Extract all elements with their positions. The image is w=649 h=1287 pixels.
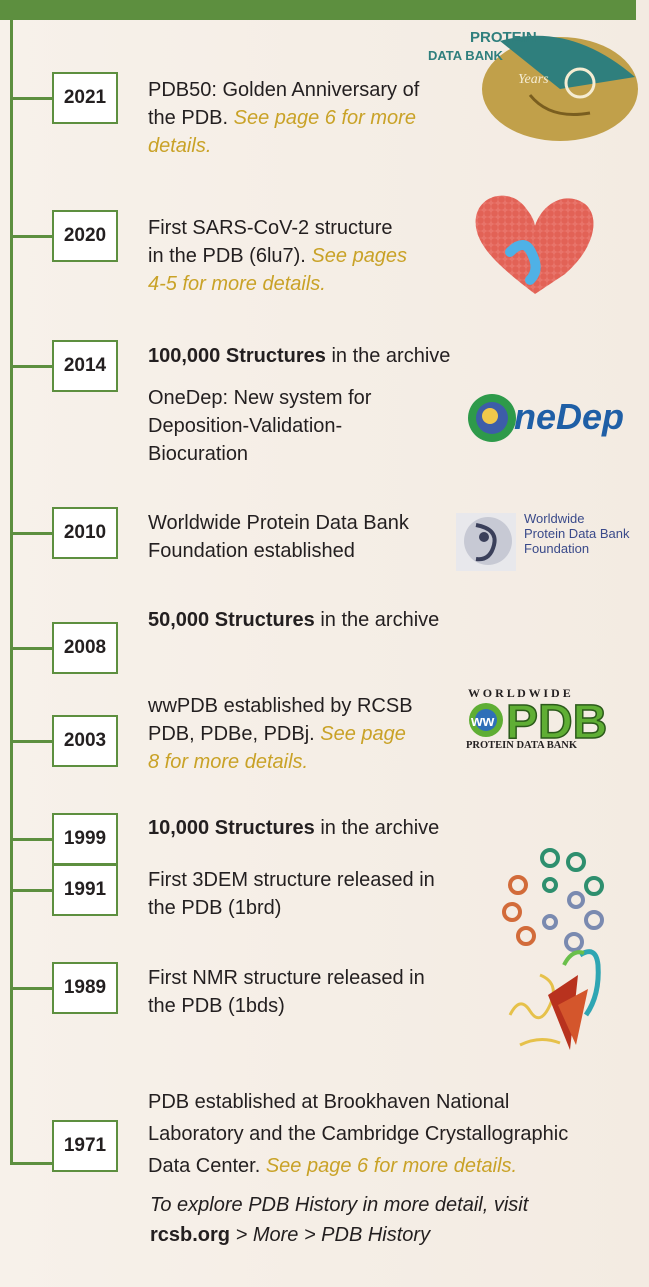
page-reference: 4-5 for more details.	[148, 273, 326, 295]
3dem-structure-image	[502, 848, 604, 952]
timeline-connector	[10, 235, 54, 238]
entry-line: 50,000 Structures in the archive	[148, 606, 439, 634]
onedep-wordmark: neDep	[514, 396, 625, 437]
entry-line: the PDB. See page 6 for more	[148, 104, 419, 132]
pdb50-title: PROTEIN	[470, 29, 537, 46]
entry-line: 10,000 Structures in the archive	[148, 814, 439, 842]
entry-2010-text: Worldwide Protein Data Bank Foundation e…	[148, 509, 409, 565]
note-link-line: rcsb.org > More > PDB History	[150, 1220, 610, 1250]
entry-1989-text: First NMR structure released in the PDB …	[148, 964, 425, 1020]
entry-1971-text: PDB established at Brookhaven National L…	[148, 1086, 568, 1182]
wwpdb-bottom-text: PROTEIN DATA BANK	[466, 740, 578, 750]
entry-line: Biocuration	[148, 443, 249, 465]
page-reference: See page 6 for more details.	[265, 1155, 518, 1177]
rcsb-link[interactable]: rcsb.org	[150, 1224, 231, 1246]
entry-line: OneDep: New system for	[148, 387, 372, 409]
entry-2008-text: 50,000 Structures in the archive	[148, 606, 439, 634]
year-badge-2003: 2003	[52, 715, 118, 767]
year-badge-1989: 1989	[52, 962, 118, 1014]
nmr-structure-image	[508, 949, 601, 1050]
entry-line: PDB established at Brookhaven National	[148, 1091, 510, 1113]
entry-2021-text: PDB50: Golden Anniversary of the PDB. Se…	[148, 76, 419, 160]
entry-2003-text: wwPDB established by RCSB PDB, PDBe, PDB…	[148, 692, 413, 776]
onedep-logo: neDep	[466, 390, 636, 450]
entry-line: PDB, PDBe, PDBj. See page	[148, 720, 413, 748]
year-badge-1991: 1991	[52, 864, 118, 916]
year-badge-2010: 2010	[52, 507, 118, 559]
entry-line: Deposition-Validation-	[148, 415, 343, 437]
page-reference: See page	[320, 723, 406, 745]
year-badge-2021: 2021	[52, 72, 118, 124]
page-reference: details.	[148, 135, 212, 157]
entry-text: PDB, PDBe, PDBj.	[148, 723, 321, 745]
page-reference: 8 for more details.	[148, 751, 309, 773]
timeline-connector	[10, 647, 54, 650]
entry-line: First 3DEM structure released in	[148, 869, 435, 891]
entry-2014-text: 100,000 Structures in the archive	[148, 342, 450, 370]
entry-line: the PDB (1brd)	[148, 897, 282, 919]
history-note: To explore PDB History in more detail, v…	[150, 1190, 610, 1250]
wwpdb-foundation-wordmark: Worldwide Protein Data Bank Foundation	[524, 511, 630, 556]
entry-line: Foundation established	[148, 540, 355, 562]
entry-line: First NMR structure released in	[148, 967, 425, 989]
timeline-connector	[10, 532, 54, 535]
wordmark-line: Foundation	[524, 541, 590, 556]
timeline-connector	[10, 987, 54, 990]
year-badge-2014: 2014	[52, 340, 118, 392]
year-badge-2008: 2008	[52, 622, 118, 674]
year-badge-1999: 1999	[52, 813, 118, 865]
entry-2014-onedep-text: OneDep: New system for Deposition-Valida…	[148, 384, 371, 468]
page-reference: See pages	[311, 245, 408, 267]
wordmark-line: Worldwide	[524, 511, 585, 526]
milestone-count: 10,000 Structures	[148, 817, 315, 839]
milestone-count: 100,000 Structures	[148, 345, 326, 367]
entry-line: in the PDB (6lu7). See pages	[148, 242, 407, 270]
entry-text: in the PDB (6lu7).	[148, 245, 312, 267]
entry-line: wwPDB established by RCSB	[148, 695, 413, 717]
timeline-connector	[10, 889, 54, 892]
entry-line: 100,000 Structures in the archive	[148, 342, 450, 370]
entry-line: PDB50: Golden Anniversary of	[148, 79, 420, 101]
wwpdb-ww-text: ww	[470, 713, 495, 730]
entry-text: Data Center.	[148, 1155, 266, 1177]
wwpdb-main-text: PDB	[506, 696, 607, 749]
note-text: To explore PDB History in more detail, v…	[150, 1194, 529, 1216]
milestone-count: 50,000 Structures	[148, 609, 315, 631]
entry-line: Data Center. See page 6 for more details…	[148, 1150, 568, 1182]
page-reference: See page 6 for more	[233, 107, 416, 129]
entry-line: Worldwide Protein Data Bank	[148, 512, 409, 534]
entry-1999-text: 10,000 Structures in the archive	[148, 814, 439, 842]
note-path: > More > PDB History	[230, 1224, 431, 1246]
year-badge-2020: 2020	[52, 210, 118, 262]
entry-text: in the archive	[314, 817, 440, 839]
top-bar	[0, 0, 636, 20]
entry-text: in the archive	[314, 609, 440, 631]
sars-cov-2-structure-image	[475, 195, 594, 294]
timeline-connector	[10, 97, 54, 100]
wwpdb-logo: W O R L D W I D E ww PDB PROTEIN DATA BA…	[466, 686, 608, 750]
year-badge-1971: 1971	[52, 1120, 118, 1172]
timeline-connector	[10, 838, 54, 841]
timeline-connector	[10, 1162, 54, 1165]
entry-1991-text: First 3DEM structure released in the PDB…	[148, 866, 435, 922]
entry-2020-text: First SARS-CoV-2 structure in the PDB (6…	[148, 214, 407, 298]
timeline-connector	[10, 365, 54, 368]
pdb50-years: Years	[518, 72, 549, 87]
timeline-connector	[10, 740, 54, 743]
wwpdb-top-text: W O R L D W I D E	[468, 686, 571, 700]
entry-line: First SARS-CoV-2 structure	[148, 217, 393, 239]
pdb50-subtitle: DATA BANK	[428, 48, 503, 63]
entry-text: in the archive	[325, 345, 451, 367]
timeline-spine	[10, 0, 13, 1165]
wordmark-line: Protein Data Bank	[524, 526, 630, 541]
entry-line: the PDB (1bds)	[148, 995, 285, 1017]
wwpdb-foundation-emblem-icon	[456, 513, 516, 571]
entry-text: the PDB.	[148, 107, 234, 129]
onedep-globe-icon	[468, 394, 516, 442]
entry-line: Laboratory and the Cambridge Crystallogr…	[148, 1123, 569, 1145]
pdb50-logo: PROTEIN DATA BANK Years	[428, 29, 638, 141]
